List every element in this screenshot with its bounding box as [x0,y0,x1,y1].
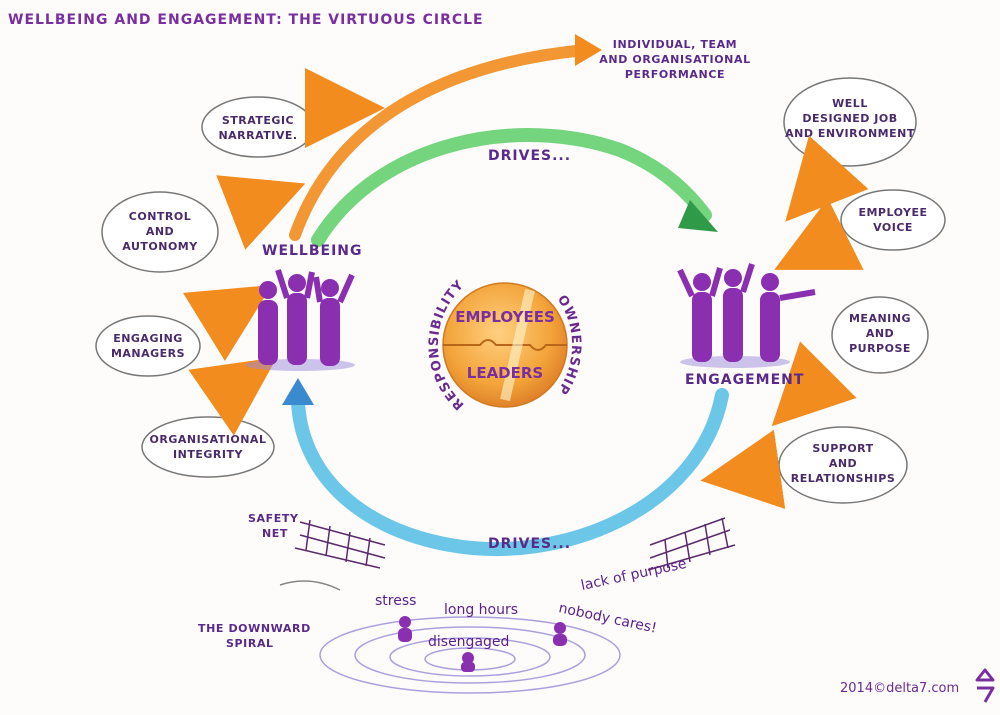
svg-text:SUPPORT: SUPPORT [812,442,873,455]
safety-net-left-icon [294,519,386,569]
svg-text:WELL: WELL [832,97,868,110]
arrow-managers [182,285,273,362]
svg-text:AND: AND [866,327,894,340]
bubble-strategic-narrative: STRATEGIC NARRATIVE. [201,96,315,158]
delta7-logo-icon [975,668,995,703]
svg-text:INTEGRITY: INTEGRITY [173,448,243,461]
copyright: 2014©delta7.com [840,681,959,696]
performance-arrow-head [575,34,602,66]
downward-spiral-label: THE DOWNWARD SPIRAL [198,622,311,650]
engagement-label: ENGAGEMENT [685,372,804,388]
spiral-word-stress: stress [375,593,416,609]
svg-text:MEANING: MEANING [849,312,911,325]
svg-text:VOICE: VOICE [873,221,913,234]
bubble-meaning-purpose: MEANING AND PURPOSE [831,296,929,374]
arrow-meaning [771,341,857,427]
bubble-organisational-integrity: ORGANISATIONAL INTEGRITY [141,416,275,478]
center-employees-label: EMPLOYEES [455,308,555,326]
svg-text:AND: AND [829,457,857,470]
svg-text:AND: AND [146,225,174,238]
svg-text:MANAGERS: MANAGERS [111,347,185,360]
drives-bottom-arrow-head [282,378,314,405]
svg-text:INDIVIDUAL, TEAM: INDIVIDUAL, TEAM [613,38,737,51]
arrow-support [700,429,786,509]
svg-text:PERFORMANCE: PERFORMANCE [625,68,725,81]
svg-text:ENGAGING: ENGAGING [113,332,183,345]
drives-top-label: DRIVES... [488,148,571,164]
svg-text:AUTONOMY: AUTONOMY [122,240,198,253]
svg-text:AND ORGANISATIONAL: AND ORGANISATIONAL [599,53,750,66]
svg-text:THE DOWNWARD: THE DOWNWARD [198,622,311,635]
svg-text:SPIRAL: SPIRAL [226,637,274,650]
drives-bottom-arc [291,388,729,556]
engagement-people-icon [677,263,816,368]
spiral-word-nobody-cares: nobody cares! [557,600,658,636]
svg-text:SAFETY: SAFETY [248,512,299,525]
safety-net-label: SAFETY NET [248,512,299,540]
arrow-control [216,175,306,250]
svg-text:DESIGNED JOB: DESIGNED JOB [802,112,897,125]
bubble-well-designed-job: WELL DESIGNED JOB AND ENVIRONMENT [783,77,917,167]
performance-arrow [289,44,591,241]
drives-bottom-label: DRIVES... [488,536,571,552]
sinking-people-icon [398,616,567,672]
bubble-engaging-managers: ENGAGING MANAGERS [95,315,201,377]
center-employees-leaders-ball: EMPLOYEES LEADERS [442,282,568,408]
wellbeing-people-icon [245,269,355,371]
arrow-job [785,135,869,222]
svg-text:ORGANISATIONAL: ORGANISATIONAL [150,433,267,446]
svg-text:PURPOSE: PURPOSE [849,342,911,355]
bubble-control-autonomy: CONTROL AND AUTONOMY [101,191,219,273]
svg-text:NET: NET [262,527,288,540]
bubble-support-relationships: SUPPORT AND RELATIONSHIPS [778,426,908,504]
diagram-title: WELLBEING AND ENGAGEMENT: THE VIRTUOUS C… [8,12,484,28]
arrow-integrity [188,357,277,436]
safety-net-right-icon [647,517,736,571]
svg-text:RELATIONSHIPS: RELATIONSHIPS [791,472,896,485]
drives-top-arrow-head [678,200,718,232]
svg-text:CONTROL: CONTROL [129,210,191,223]
center-leaders-label: LEADERS [467,364,543,382]
svg-text:AND ENVIRONMENT: AND ENVIRONMENT [785,127,915,140]
svg-text:STRATEGIC: STRATEGIC [222,114,294,127]
arrow-voice [774,198,864,270]
svg-text:EMPLOYEE: EMPLOYEE [858,206,927,219]
performance-outcome: INDIVIDUAL, TEAM AND ORGANISATIONAL PERF… [599,38,750,81]
wellbeing-label: WELLBEING [262,243,363,259]
spiral-word-lack-of-purpose: lack of purpose [580,556,689,594]
spiral-word-disengaged: disengaged [428,634,509,650]
svg-text:NARRATIVE.: NARRATIVE. [218,129,297,142]
drives-top-arc [311,128,712,247]
spiral-word-long-hours: long hours [444,602,518,618]
bubble-employee-voice: EMPLOYEE VOICE [840,189,946,251]
